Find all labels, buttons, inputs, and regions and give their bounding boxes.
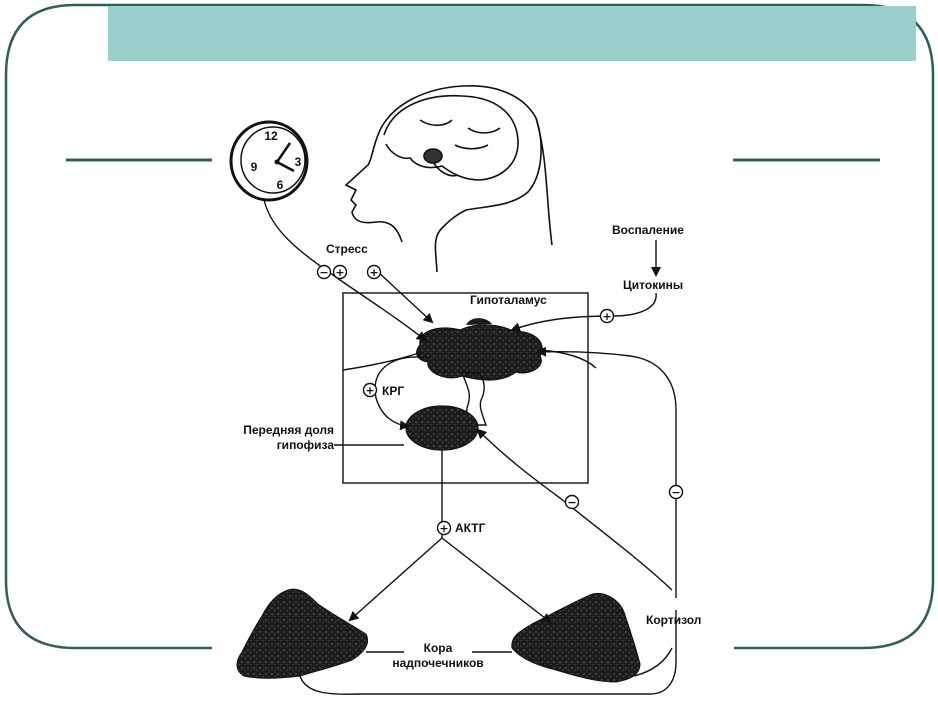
svg-text:+: + — [365, 384, 374, 397]
clock-number-3: 3 — [295, 155, 302, 169]
header-band — [108, 6, 916, 61]
label-cortisol: Кортизол — [646, 613, 701, 627]
clock-number-6: 6 — [277, 178, 284, 192]
label-adrenal-cortex-line1: Кора — [424, 641, 453, 655]
clock-number-12: 12 — [264, 129, 278, 143]
sign-clock-minus: − — [316, 264, 332, 280]
sign-pituitary-feedback-minus: − — [564, 494, 580, 510]
slide-frame — [4, 3, 935, 650]
sign-cytokines-plus: + — [599, 308, 615, 324]
clock-number-9: 9 — [251, 160, 258, 174]
label-anterior-pituitary-line1: Передняя доля — [243, 423, 334, 437]
label-crh: КРГ — [382, 384, 404, 398]
adrenal-gland-right — [511, 593, 641, 683]
clock-icon: 12 3 6 9 — [229, 120, 309, 202]
sign-hypothalamus-feedback-minus: − — [668, 484, 684, 500]
sign-stress-plus: + — [366, 264, 382, 280]
sign-clock-plus: + — [332, 264, 348, 280]
hypothalamus-box — [342, 292, 589, 484]
svg-text:+: + — [369, 266, 378, 279]
adrenal-gland-left — [236, 588, 368, 679]
sign-crh-plus: + — [362, 382, 378, 398]
label-stress: Стресс — [326, 242, 368, 256]
label-inflammation: Воспаление — [612, 223, 684, 237]
label-acth: АКТГ — [455, 521, 486, 535]
sign-acth-plus: + — [436, 520, 452, 536]
head-profile-icon — [344, 85, 553, 273]
label-cytokines: Цитокины — [623, 278, 683, 292]
anterior-pituitary — [405, 371, 487, 451]
hypothalamus-mass — [416, 318, 543, 381]
svg-text:+: + — [439, 522, 448, 535]
svg-text:−: − — [671, 486, 680, 499]
label-anterior-pituitary-line2: гипофиза — [277, 438, 335, 452]
svg-text:−: − — [319, 266, 328, 279]
svg-text:−: − — [567, 496, 576, 509]
pathway-lines — [263, 199, 677, 695]
svg-text:+: + — [602, 310, 611, 323]
svg-text:+: + — [335, 266, 344, 279]
label-adrenal-cortex-line2: надпочечников — [392, 656, 483, 670]
label-hypothalamus: Гипоталамус — [470, 293, 547, 307]
